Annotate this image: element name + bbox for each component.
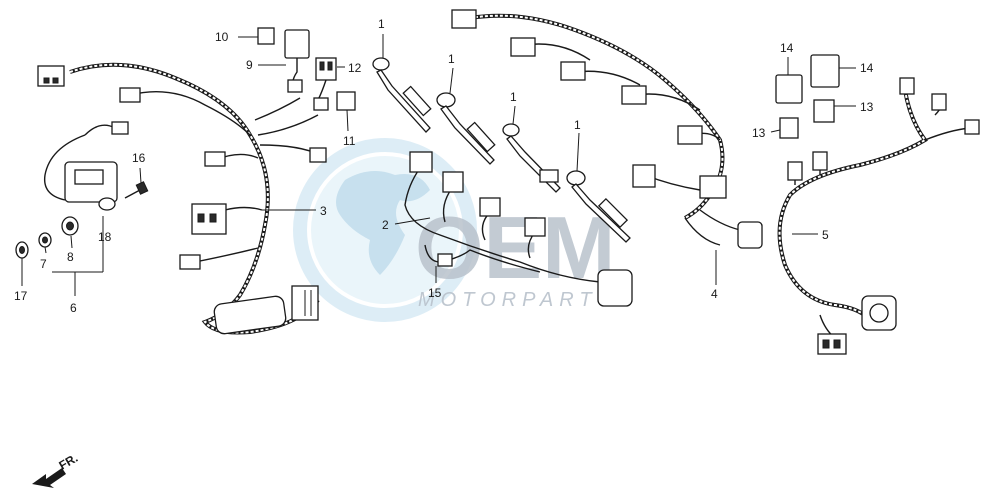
callout-1: 1 bbox=[574, 118, 581, 132]
front-direction-indicator: FR. bbox=[32, 451, 80, 488]
callout-6: 6 bbox=[70, 301, 77, 315]
callout-7: 7 bbox=[40, 257, 47, 271]
harness5-connector-d bbox=[787, 161, 803, 181]
harness4-connector-6 bbox=[632, 164, 656, 188]
harness5-connector-e bbox=[812, 151, 828, 171]
connector-small-left bbox=[119, 87, 141, 103]
grommet-8 bbox=[61, 216, 79, 236]
harness5-connector-b bbox=[931, 93, 947, 111]
callout-1: 1 bbox=[448, 52, 455, 66]
bolt-16 bbox=[124, 181, 149, 199]
harness4-connector-top bbox=[451, 9, 477, 29]
relay-14a bbox=[775, 74, 803, 104]
harness5-connector-f bbox=[817, 333, 847, 355]
callout-11: 11 bbox=[343, 134, 356, 148]
callout-10: 10 bbox=[215, 30, 229, 44]
callout-18: 18 bbox=[98, 230, 112, 244]
callout-5: 5 bbox=[822, 228, 829, 242]
harness4-connector-5 bbox=[677, 125, 703, 145]
callout-1: 1 bbox=[378, 17, 385, 31]
callout-17: 17 bbox=[14, 289, 28, 303]
watermark-logo-text: OEM bbox=[415, 198, 615, 297]
callout-14: 14 bbox=[860, 61, 874, 75]
direction-arrow-icon bbox=[32, 468, 66, 488]
sub-harness-connector-b bbox=[442, 171, 464, 193]
harness5-connector-a bbox=[899, 77, 915, 95]
relays bbox=[775, 54, 840, 139]
harness-junction-box bbox=[213, 295, 287, 335]
harness4-connector-3 bbox=[560, 61, 586, 81]
relay-13a bbox=[779, 117, 799, 139]
main-harness-left bbox=[37, 62, 327, 335]
small-components bbox=[257, 27, 356, 111]
connector-upper-right-small bbox=[309, 147, 327, 163]
harness-right bbox=[777, 77, 980, 355]
connector-lower-left bbox=[179, 254, 201, 270]
ignition-coils bbox=[372, 57, 631, 243]
part-12-connector bbox=[315, 57, 337, 81]
part-10-clip bbox=[257, 27, 275, 45]
ignition-coil-1b bbox=[436, 92, 496, 165]
callouts: 1 1 1 1 2 3 4 5 6 7 8 9 10 11 12 13 13 1… bbox=[14, 17, 874, 315]
callout-4: 4 bbox=[711, 287, 718, 301]
sub-harness-connector-c bbox=[479, 197, 501, 217]
harness4-connector-2 bbox=[510, 37, 536, 57]
connector-top-left bbox=[37, 65, 65, 87]
part-9-relay bbox=[284, 29, 310, 59]
callout-3: 3 bbox=[320, 204, 327, 218]
watermark-sub-text: MOTORPARTS bbox=[418, 289, 617, 311]
callout-14: 14 bbox=[780, 41, 794, 55]
callout-13: 13 bbox=[860, 100, 874, 114]
callout-16: 16 bbox=[132, 151, 146, 165]
watermark-globe-ring bbox=[293, 138, 477, 322]
callout-1: 1 bbox=[510, 90, 517, 104]
callout-13: 13 bbox=[752, 126, 766, 140]
callout-8: 8 bbox=[67, 250, 74, 264]
callout-9: 9 bbox=[246, 58, 253, 72]
callout-2: 2 bbox=[382, 218, 389, 232]
watermark: OEM MOTORPARTS bbox=[293, 138, 617, 322]
collar-7 bbox=[38, 232, 52, 248]
nut-17 bbox=[15, 241, 29, 259]
ignition-coil-1c bbox=[502, 123, 561, 193]
callout-12: 12 bbox=[348, 61, 362, 75]
callout-15: 15 bbox=[428, 286, 442, 300]
ignition-coil-1a bbox=[372, 57, 432, 133]
connector-large-left bbox=[191, 203, 227, 235]
module-assembly bbox=[15, 121, 149, 259]
relay-14b bbox=[810, 54, 840, 88]
part-11-connector bbox=[336, 91, 356, 111]
harness4-connector-4 bbox=[621, 85, 647, 105]
sub-harness-connector-a bbox=[409, 151, 433, 173]
harness5-connector-c bbox=[964, 119, 980, 135]
sub-harness-connector-15 bbox=[437, 253, 453, 267]
leader-lines bbox=[21, 34, 856, 296]
harness4-connector-8 bbox=[737, 221, 763, 249]
sub-harness-center bbox=[404, 151, 633, 307]
direction-label: FR. bbox=[57, 451, 81, 473]
harness4-connector-7 bbox=[699, 175, 727, 199]
module-connector bbox=[111, 121, 129, 135]
relay-13b bbox=[813, 99, 835, 123]
ignition-coil-1d bbox=[566, 170, 631, 243]
sub-harness-connector-d bbox=[524, 217, 546, 237]
sub-harness-main-connector bbox=[597, 269, 633, 307]
connector-mid-left bbox=[204, 151, 226, 167]
harness-center-right bbox=[451, 9, 763, 249]
